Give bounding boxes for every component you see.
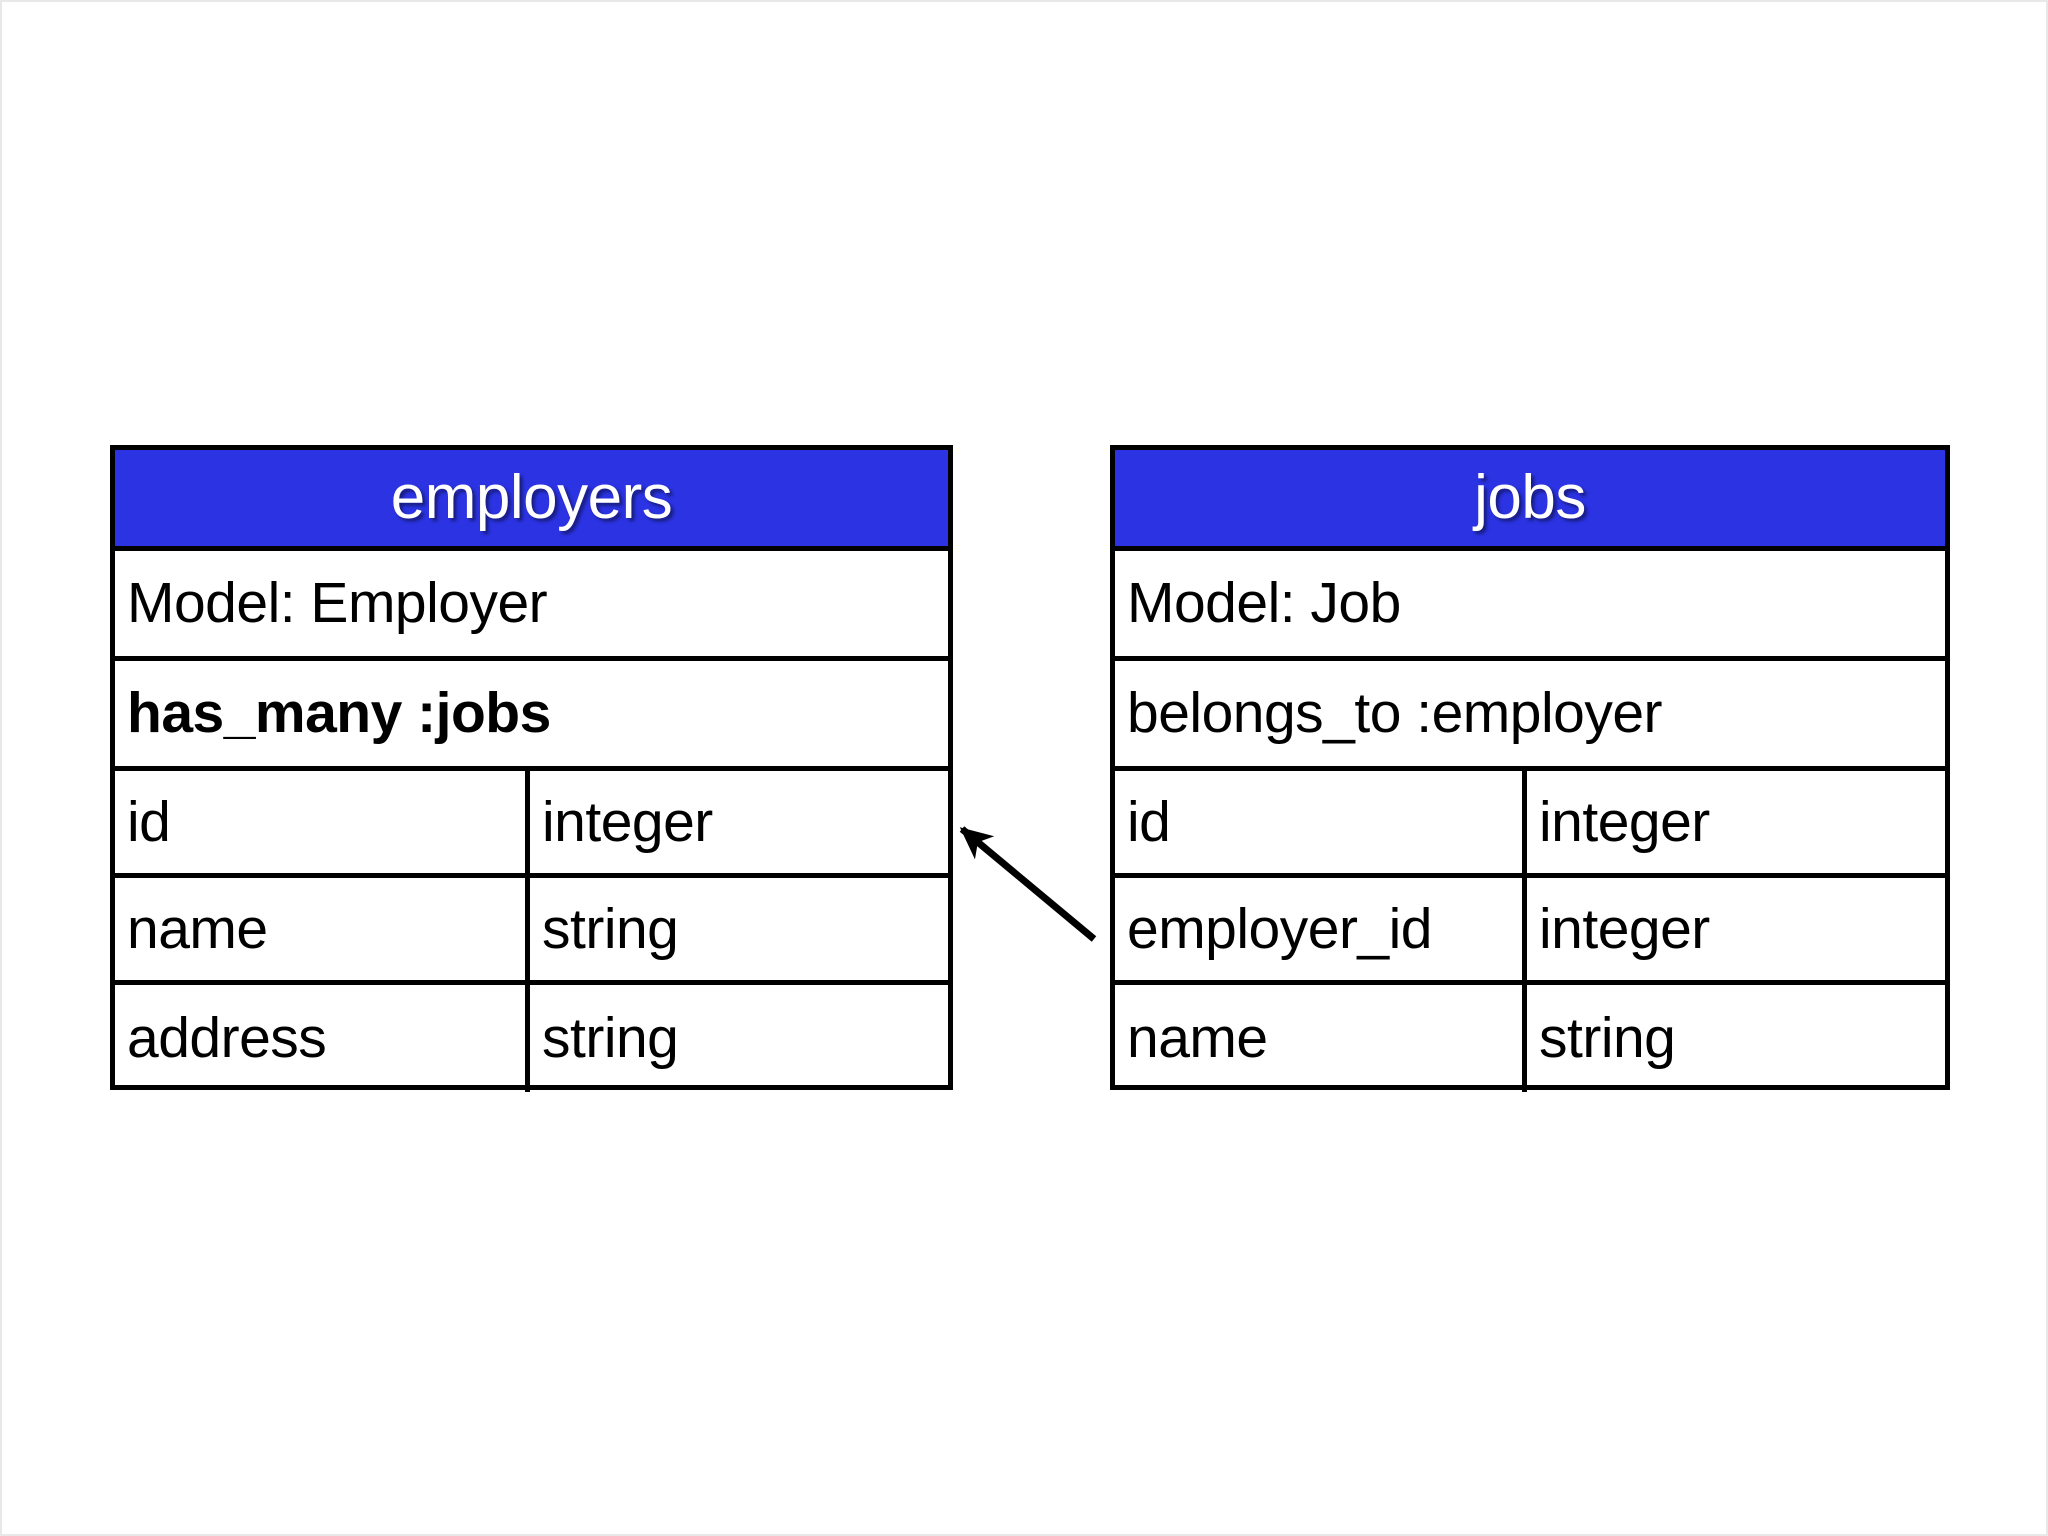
- entity-employers-association-label: has_many :jobs: [127, 681, 551, 745]
- column-name: id: [1115, 771, 1527, 873]
- entity-jobs[interactable]: jobs Model: Job belongs_to :employer id …: [1110, 445, 1950, 1092]
- entity-employers-model-row: Model: Employer: [115, 551, 948, 661]
- entity-employers-association-row: has_many :jobs: [115, 661, 948, 771]
- table-row: address string: [115, 985, 948, 1092]
- table-row: name string: [1115, 985, 1945, 1092]
- column-name: name: [115, 878, 530, 980]
- relationship-arrow-icon: [959, 826, 1097, 942]
- table-row: name string: [115, 878, 948, 985]
- entity-employers-header: employers: [115, 450, 948, 551]
- column-name: address: [115, 985, 530, 1092]
- entity-jobs-association-row: belongs_to :employer: [1115, 661, 1945, 771]
- relationship-arrow-line: [959, 826, 1097, 942]
- column-type: integer: [542, 789, 713, 854]
- column-type: string: [1539, 1006, 1676, 1070]
- column-name: name: [1115, 985, 1527, 1092]
- entity-jobs-model-row: Model: Job: [1115, 551, 1945, 661]
- table-row: id integer: [1115, 771, 1945, 878]
- entity-employers[interactable]: employers Model: Employer has_many :jobs…: [110, 445, 953, 1092]
- table-row: employer_id integer: [1115, 878, 1945, 985]
- column-type: integer: [1539, 896, 1710, 961]
- entity-jobs-association-label: belongs_to :employer: [1127, 681, 1663, 745]
- column-type: string: [542, 896, 679, 961]
- entity-jobs-header: jobs: [1115, 450, 1945, 551]
- table-row: id integer: [115, 771, 948, 878]
- column-name: employer_id: [1115, 878, 1527, 980]
- entity-jobs-model-label: Model: Job: [1127, 571, 1401, 635]
- column-name: id: [115, 771, 530, 873]
- entity-employers-title: employers: [390, 463, 673, 532]
- column-type: string: [542, 1006, 679, 1070]
- entity-jobs-title: jobs: [1474, 463, 1586, 532]
- column-type: integer: [1539, 789, 1710, 854]
- entity-employers-model-label: Model: Employer: [127, 571, 548, 635]
